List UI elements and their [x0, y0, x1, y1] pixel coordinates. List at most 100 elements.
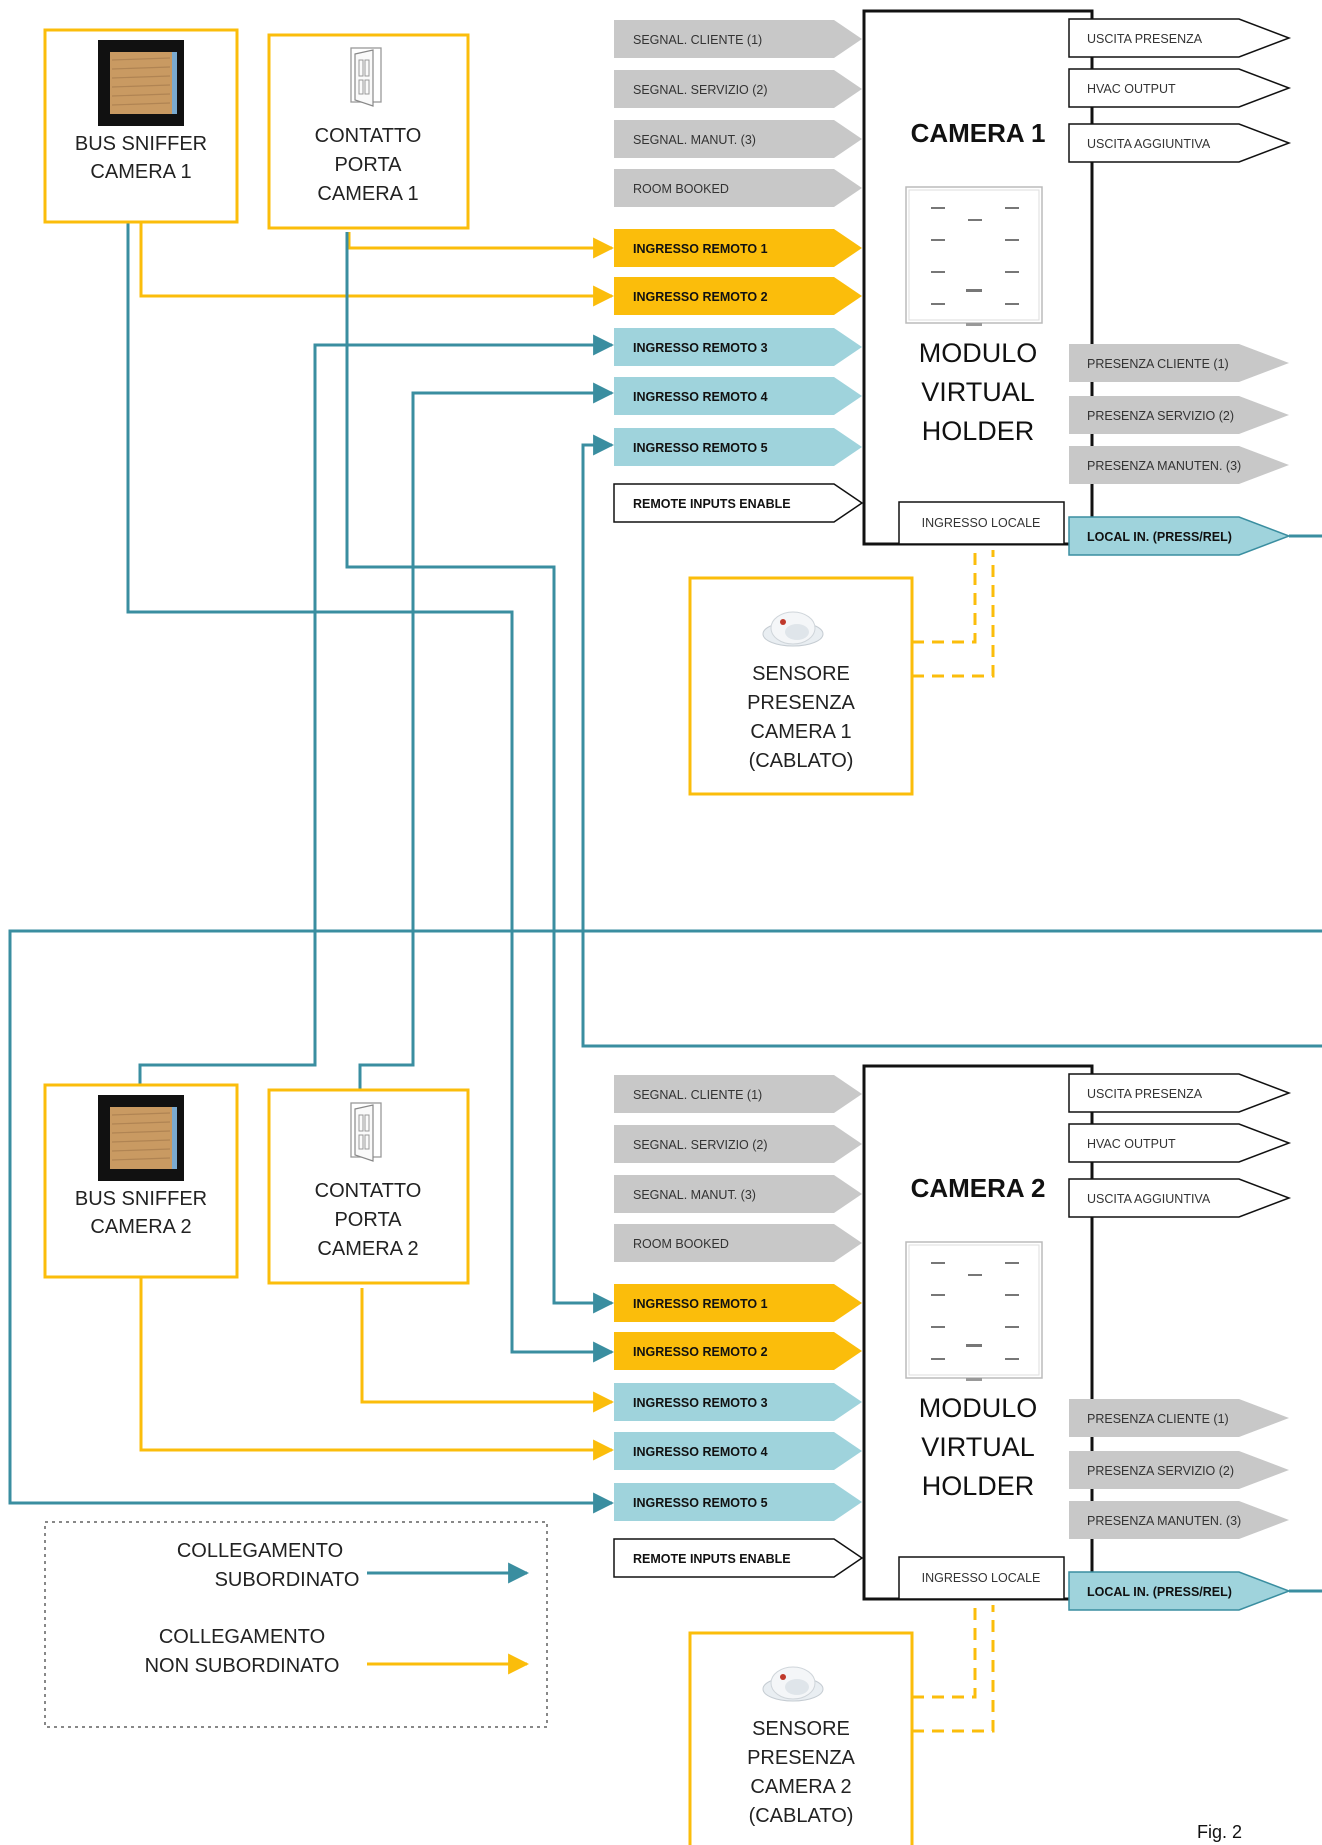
local-output-tag — [1068, 516, 1292, 556]
keypad-led — [1005, 207, 1019, 209]
door-panel — [364, 1114, 370, 1132]
input-tag-label: INGRESSO REMOTO 2 — [633, 1345, 768, 1359]
door-panel — [364, 1134, 370, 1150]
door-panel — [358, 1114, 364, 1132]
door-leaf — [354, 49, 374, 107]
door-panel — [364, 79, 370, 95]
presence-output-label: PRESENZA CLIENTE (1) — [1087, 1412, 1229, 1426]
keypad-inner-frame — [908, 189, 1040, 321]
wood-grain — [111, 66, 171, 70]
keypad-led — [1005, 303, 1019, 305]
teal-wire — [8, 929, 1322, 1514]
yellow-wire — [360, 1288, 615, 1413]
wood-grain — [111, 57, 171, 61]
sensor-led — [780, 1674, 786, 1680]
presence-sensor-label: (CABLATO) — [749, 1805, 854, 1827]
teal-wire — [581, 434, 1322, 1048]
local-input-label: INGRESSO LOCALE — [922, 1571, 1041, 1585]
wood-grain — [111, 102, 171, 106]
input-tag-label: SEGNAL. CLIENTE (1) — [633, 33, 762, 47]
output-tag — [1068, 18, 1292, 58]
presence-sensor-label: SENSORE — [752, 1718, 850, 1740]
presence-output-tag — [1069, 446, 1289, 484]
output-tag — [1068, 1178, 1292, 1218]
input-tag — [614, 428, 862, 466]
wood-grain — [111, 1130, 171, 1134]
output-tag — [1068, 123, 1292, 163]
camera-title: CAMERA 1 — [911, 118, 1046, 148]
door-contact-label: PORTA — [334, 1209, 402, 1231]
input-tag-label: INGRESSO REMOTO 5 — [633, 1496, 768, 1510]
input-tag-label: INGRESSO REMOTO 5 — [633, 441, 768, 455]
keypad-led — [931, 1294, 945, 1296]
sniffer-edge — [172, 52, 177, 114]
camera-title: CAMERA 2 — [911, 1173, 1046, 1203]
input-tag — [614, 1332, 862, 1370]
output-tag-label: USCITA PRESENZA — [1087, 1087, 1203, 1101]
module-name-line: VIRTUAL — [921, 377, 1035, 407]
presence-sensor-label: PRESENZA — [747, 692, 855, 714]
input-tag-label: REMOTE INPUTS ENABLE — [633, 1552, 791, 1566]
input-tag-label: INGRESSO REMOTO 4 — [633, 1445, 768, 1459]
keypad-frame — [905, 186, 1043, 324]
keypad-led — [1005, 271, 1019, 273]
output-tag — [1068, 1123, 1292, 1163]
input-tag-label: INGRESSO REMOTO 4 — [633, 390, 768, 404]
sensor-lens — [785, 624, 809, 640]
input-tag — [614, 20, 862, 58]
presence-output-label: PRESENZA SERVIZIO (2) — [1087, 1464, 1234, 1478]
keypad-led — [931, 207, 945, 209]
keypad-inner-frame — [908, 1244, 1040, 1376]
wood-grain — [111, 1157, 171, 1161]
keypad-led — [1005, 1358, 1019, 1360]
presence-sensor-label: (CABLATO) — [749, 750, 854, 772]
input-tag — [613, 483, 864, 523]
input-tag — [614, 1284, 862, 1322]
input-tag-label: INGRESSO REMOTO 1 — [633, 242, 768, 256]
presence-sensor-icon — [762, 611, 824, 647]
local-output-label: LOCAL IN. (PRESS/REL) — [1087, 1585, 1232, 1599]
keypad-led — [931, 303, 945, 305]
input-tag — [614, 169, 862, 207]
input-tag-label: REMOTE INPUTS ENABLE — [633, 497, 791, 511]
input-tag — [614, 120, 862, 158]
sniffer-edge — [172, 1107, 177, 1169]
input-tag — [613, 1538, 864, 1578]
input-tag — [614, 1125, 862, 1163]
bus-sniffer-label: BUS SNIFFER — [75, 133, 207, 155]
input-tag-label: SEGNAL. MANUT. (3) — [633, 1188, 756, 1202]
input-tag-label: SEGNAL. SERVIZIO (2) — [633, 83, 768, 97]
sensor-dashed-wire — [912, 550, 995, 678]
module-name-line: MODULO — [919, 338, 1038, 368]
input-tag-label: INGRESSO REMOTO 3 — [633, 341, 768, 355]
local-input-box — [898, 1556, 1065, 1600]
bus-sniffer-label: CAMERA 1 — [90, 161, 191, 183]
keypad-tab — [966, 323, 982, 326]
wood-grain — [111, 75, 171, 79]
module-block — [862, 1064, 1094, 1601]
presence-output-tag — [1069, 344, 1289, 382]
door-contact-label: CAMERA 2 — [317, 1238, 418, 1260]
keypad-tab — [966, 1378, 982, 1381]
keypad-led — [1005, 239, 1019, 241]
wood-grain — [111, 93, 171, 97]
keypad-led — [966, 1344, 982, 1347]
legend-frame — [44, 1521, 548, 1728]
door-icon — [350, 47, 382, 107]
keypad-frame — [905, 1241, 1043, 1379]
output-tag-label: HVAC OUTPUT — [1087, 1137, 1176, 1151]
presence-output-tag — [1069, 1451, 1289, 1489]
input-tag — [614, 1483, 862, 1521]
keypad-led — [931, 1262, 945, 1264]
presence-output-label: PRESENZA MANUTEN. (3) — [1087, 1514, 1241, 1528]
sensor-dashed-wire — [912, 550, 977, 644]
keypad-led — [931, 239, 945, 241]
input-tag — [614, 229, 862, 267]
yellow-wire — [139, 222, 615, 307]
input-tag — [614, 377, 862, 415]
